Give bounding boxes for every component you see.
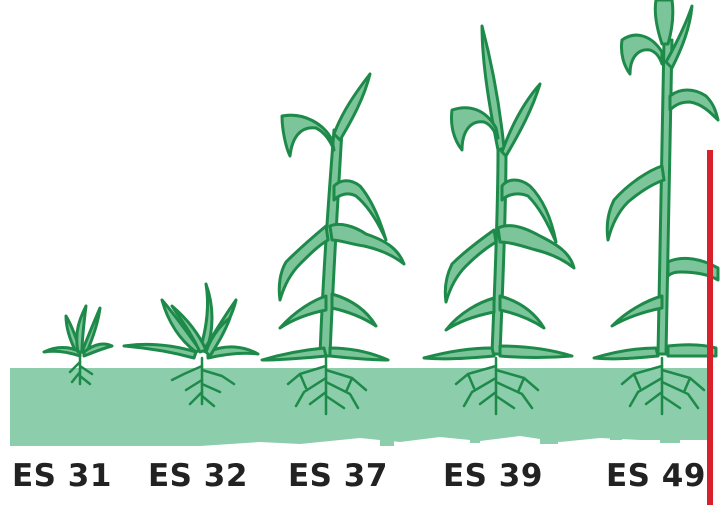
plant-es37: [262, 74, 404, 414]
soil-band: [10, 368, 710, 446]
plant-es49: [594, 0, 718, 414]
accent-bar: [707, 150, 713, 505]
stage-label-es39: ES 39: [443, 458, 543, 494]
stage-label-es49: ES 49: [606, 458, 706, 494]
stage-label-es31: ES 31: [12, 458, 112, 494]
stage-label-es32: ES 32: [148, 458, 248, 494]
plant-es39: [424, 26, 574, 414]
stage-label-es37: ES 37: [288, 458, 388, 494]
